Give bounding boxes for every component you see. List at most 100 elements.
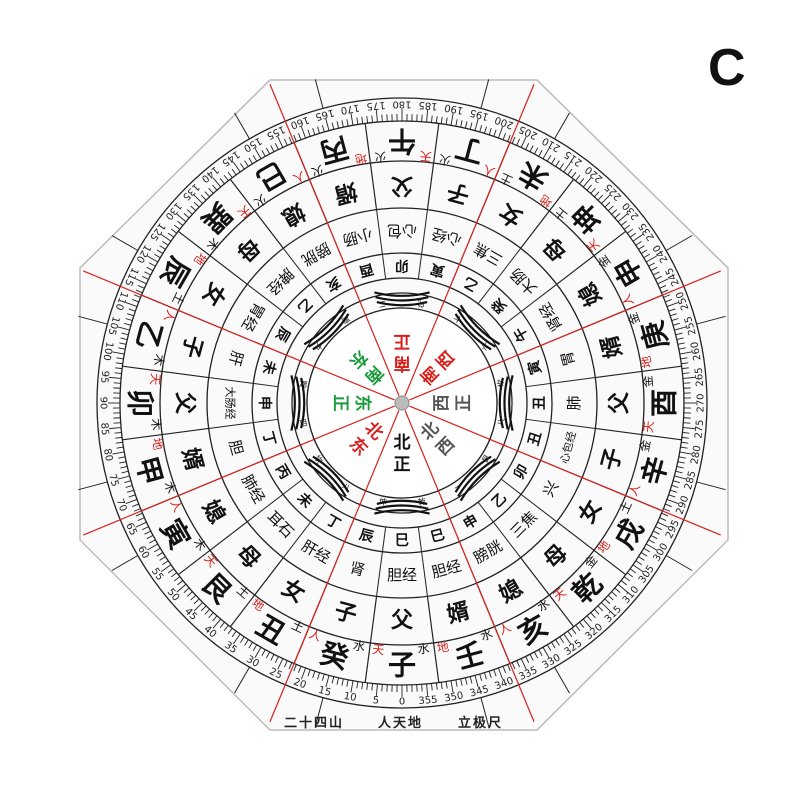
stem-0: 巳: [395, 533, 409, 549]
degree-tick: [474, 118, 479, 131]
degree-tick: [124, 480, 132, 484]
degree-tick: [160, 233, 172, 242]
degree-tick: [650, 534, 658, 540]
degree-tick: [193, 602, 203, 612]
plate-divider-line: [696, 481, 726, 491]
degree-tick: [661, 289, 669, 294]
plate-divider-line: [554, 666, 570, 694]
degree-tick: [293, 664, 297, 672]
degree-tick: [270, 145, 275, 152]
degree-number-195: 195: [469, 106, 490, 122]
degree-tick: [146, 266, 154, 272]
degree-tick: [645, 255, 657, 263]
stem-19: 丑: [526, 430, 545, 448]
degree-tick: [511, 662, 516, 670]
degree-tick: [125, 499, 138, 504]
inner-divider: [500, 478, 558, 523]
degree-tick: [661, 512, 669, 517]
degree-number-260: 260: [689, 341, 703, 362]
degree-tick: [665, 503, 672, 507]
inner-divider: [282, 501, 327, 559]
degree-tick: [640, 552, 648, 557]
degree-tick: [162, 241, 169, 246]
degree-number-170: 170: [340, 101, 361, 115]
degree-tick: [678, 456, 686, 459]
degree-tick: [240, 163, 245, 170]
mountain-divider: [177, 230, 248, 285]
degree-tick: [114, 372, 122, 374]
degree-tick: [193, 194, 203, 204]
degree-tick: [200, 194, 207, 201]
degree-tick: [623, 576, 631, 582]
degree-tick: [604, 201, 611, 208]
degree-tick: [629, 232, 637, 238]
degree-tick: [212, 615, 218, 622]
mountain-0: 子: [388, 649, 416, 682]
degree-tick: [341, 120, 344, 128]
footer-ren-tian-di-label: 人天地: [378, 716, 424, 731]
degree-tick: [597, 194, 604, 201]
trigram-line: [459, 460, 501, 502]
degree-tick: [336, 121, 340, 129]
mountain-divider: [364, 596, 378, 683]
degree-tick: [488, 128, 492, 135]
degree-tick: [159, 556, 166, 561]
mountain-mark-18: 天: [641, 420, 656, 433]
degree-tick: [579, 178, 585, 185]
degree-tick: [502, 666, 506, 673]
degree-tick: [160, 564, 172, 573]
degree-tick: [167, 232, 175, 238]
degree-tick: [559, 163, 564, 170]
degree-tick: [274, 656, 279, 663]
center-direction-4-b: 南: [394, 353, 411, 374]
degree-tick: [227, 171, 233, 179]
mountain-divider: [520, 178, 575, 249]
degree-number-70: 70: [114, 497, 129, 513]
degree-tick: [227, 627, 233, 635]
trigram-line: [457, 458, 496, 497]
mountain-divider: [556, 521, 627, 576]
mountain-element-23: 水: [478, 626, 494, 643]
mountain-element-12: 火: [374, 149, 387, 164]
degree-tick: [142, 275, 149, 280]
degree-tick: [614, 213, 621, 219]
degree-tick: [671, 485, 679, 488]
ring-circle: [96, 97, 708, 709]
stem-4: 丙: [272, 462, 293, 482]
mountain-element-0: 水: [417, 642, 430, 657]
trigram-line: [308, 458, 347, 497]
stem-1: 辰: [357, 527, 376, 546]
degree-number-190: 190: [444, 101, 465, 115]
degree-tick: [571, 171, 577, 179]
trigram-line: [308, 309, 347, 348]
degree-tick: [666, 302, 679, 307]
degree-tick: [135, 521, 147, 528]
degree-tick: [219, 178, 225, 185]
mountain-mark-17: 地: [639, 355, 655, 369]
mountain-mark-13: 人: [481, 162, 497, 179]
degree-tick: [575, 174, 581, 182]
plate-divider-line: [665, 235, 693, 251]
mountain-element-11: 火: [309, 162, 325, 179]
inner-divider: [208, 377, 279, 388]
degree-tick: [115, 362, 123, 365]
trigram-label-12: 八: [496, 417, 506, 427]
degree-tick: [162, 560, 169, 565]
degree-tick: [426, 683, 429, 696]
plate-divider-line: [234, 112, 250, 140]
degree-tick: [240, 636, 245, 643]
trigram-line: [312, 313, 350, 351]
degree-tick: [114, 432, 122, 434]
trigram-label-3: 四: [298, 418, 308, 428]
degree-tick: [219, 621, 225, 628]
degree-tick: [502, 133, 506, 140]
degree-tick: [670, 489, 677, 493]
center-direction-0-b: 北: [394, 433, 411, 453]
degree-tick: [133, 508, 141, 512]
degree-tick: [665, 299, 672, 303]
degree-tick: [366, 116, 369, 124]
degree-tick: [312, 671, 316, 678]
stem-12: 卯: [395, 257, 409, 273]
degree-tick: [144, 271, 151, 276]
